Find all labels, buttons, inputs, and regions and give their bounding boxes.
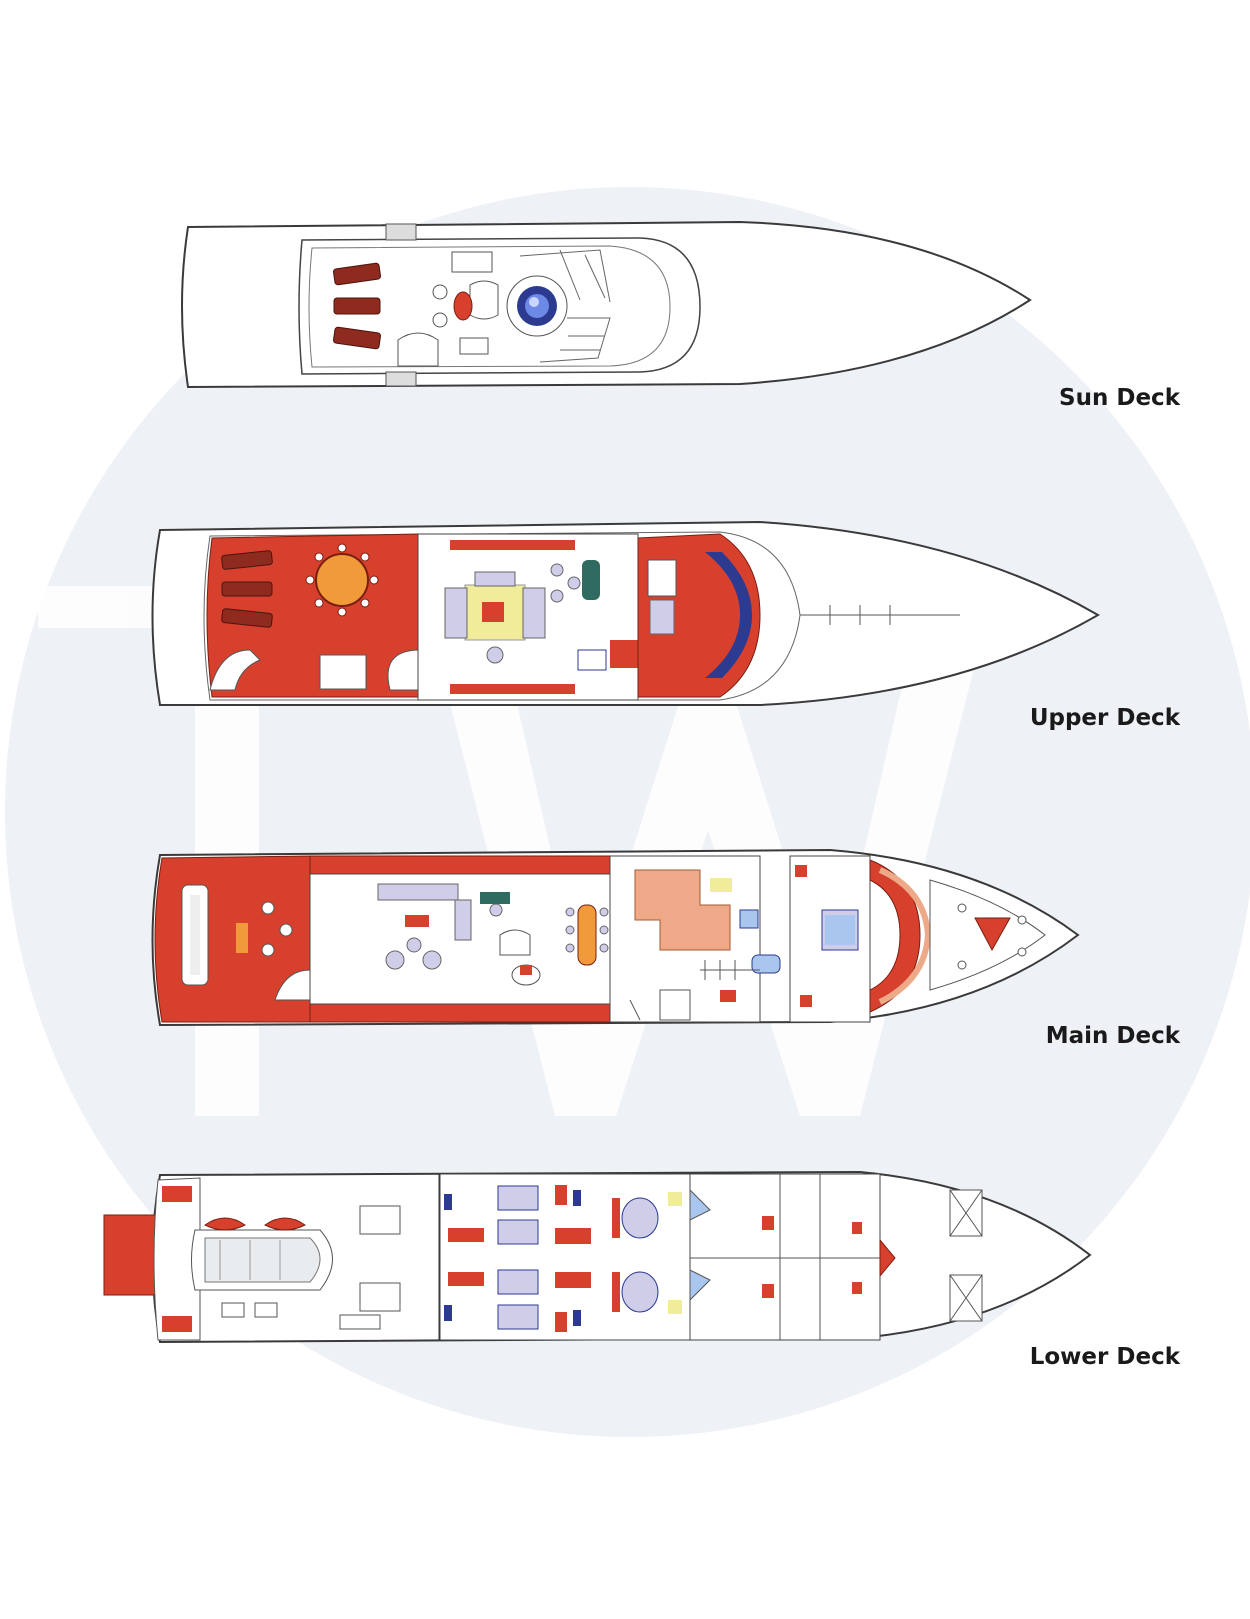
upper-deck-label: Upper Deck	[1029, 705, 1180, 731]
upper-dining-table	[315, 553, 369, 607]
sun-loungers	[332, 262, 382, 350]
main-bow-sunpad	[974, 917, 1011, 952]
lower-swim-platform	[103, 1214, 157, 1296]
lower-deck-plan	[103, 1170, 1092, 1344]
sun-deck-label: Sun Deck	[1059, 385, 1180, 411]
sun-deck-plan	[181, 220, 1032, 389]
lower-guest-cabins	[439, 1173, 691, 1341]
main-deck-label: Main Deck	[1045, 1023, 1180, 1049]
upper-deck-plan	[151, 520, 1100, 706]
lower-deck-label: Lower Deck	[1029, 1344, 1180, 1370]
sun-deck-spa	[506, 275, 568, 337]
main-deck-plan	[151, 848, 1080, 1027]
lower-crew-area	[668, 1173, 896, 1341]
